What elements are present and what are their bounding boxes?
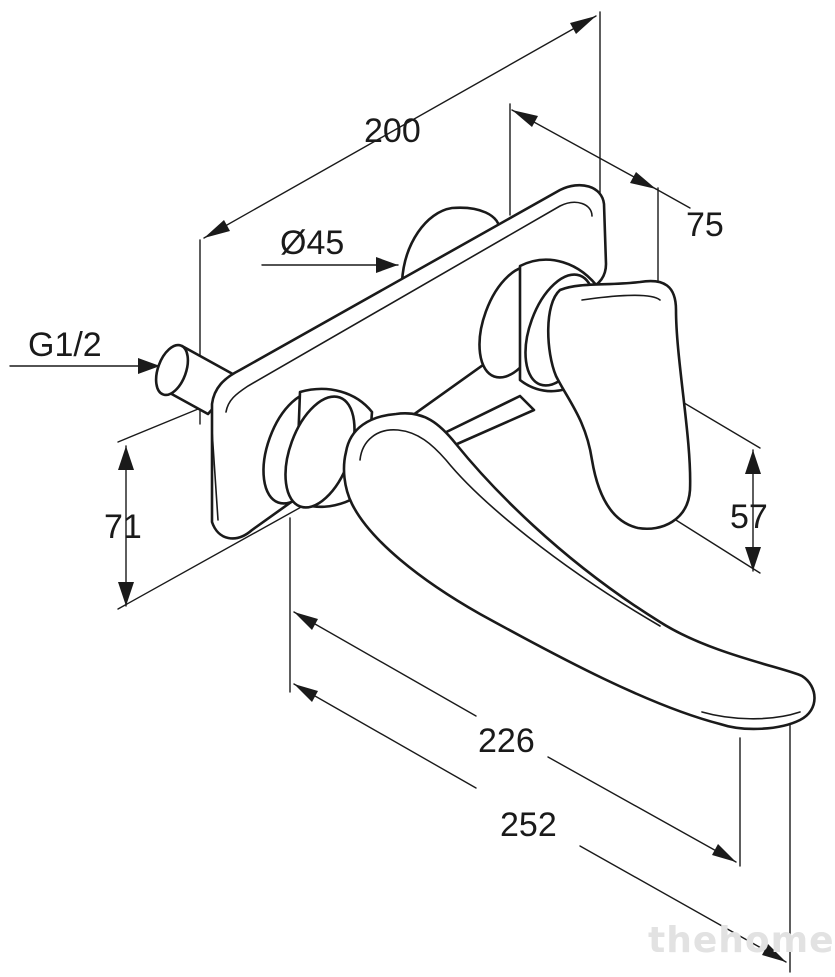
dim-thread-label: G1/2 xyxy=(28,326,102,364)
watermark-logo: thehome xyxy=(648,920,835,961)
spout xyxy=(262,387,816,731)
dim-226-label: 226 xyxy=(478,722,535,760)
dim-71-label: 71 xyxy=(104,508,142,546)
dim-57-label: 57 xyxy=(730,498,768,536)
dim-200-label: 200 xyxy=(364,112,421,150)
dim-diameter-label: Ø45 xyxy=(280,224,344,262)
dimension-lines xyxy=(9,11,791,973)
dim-252-label: 252 xyxy=(500,806,557,844)
dimension-labels: 200 75 Ø45 G1/2 71 57 226 252 xyxy=(28,112,768,844)
mixer-handle xyxy=(478,258,692,531)
faucet-body xyxy=(154,183,816,731)
dim-75-label: 75 xyxy=(686,206,724,244)
